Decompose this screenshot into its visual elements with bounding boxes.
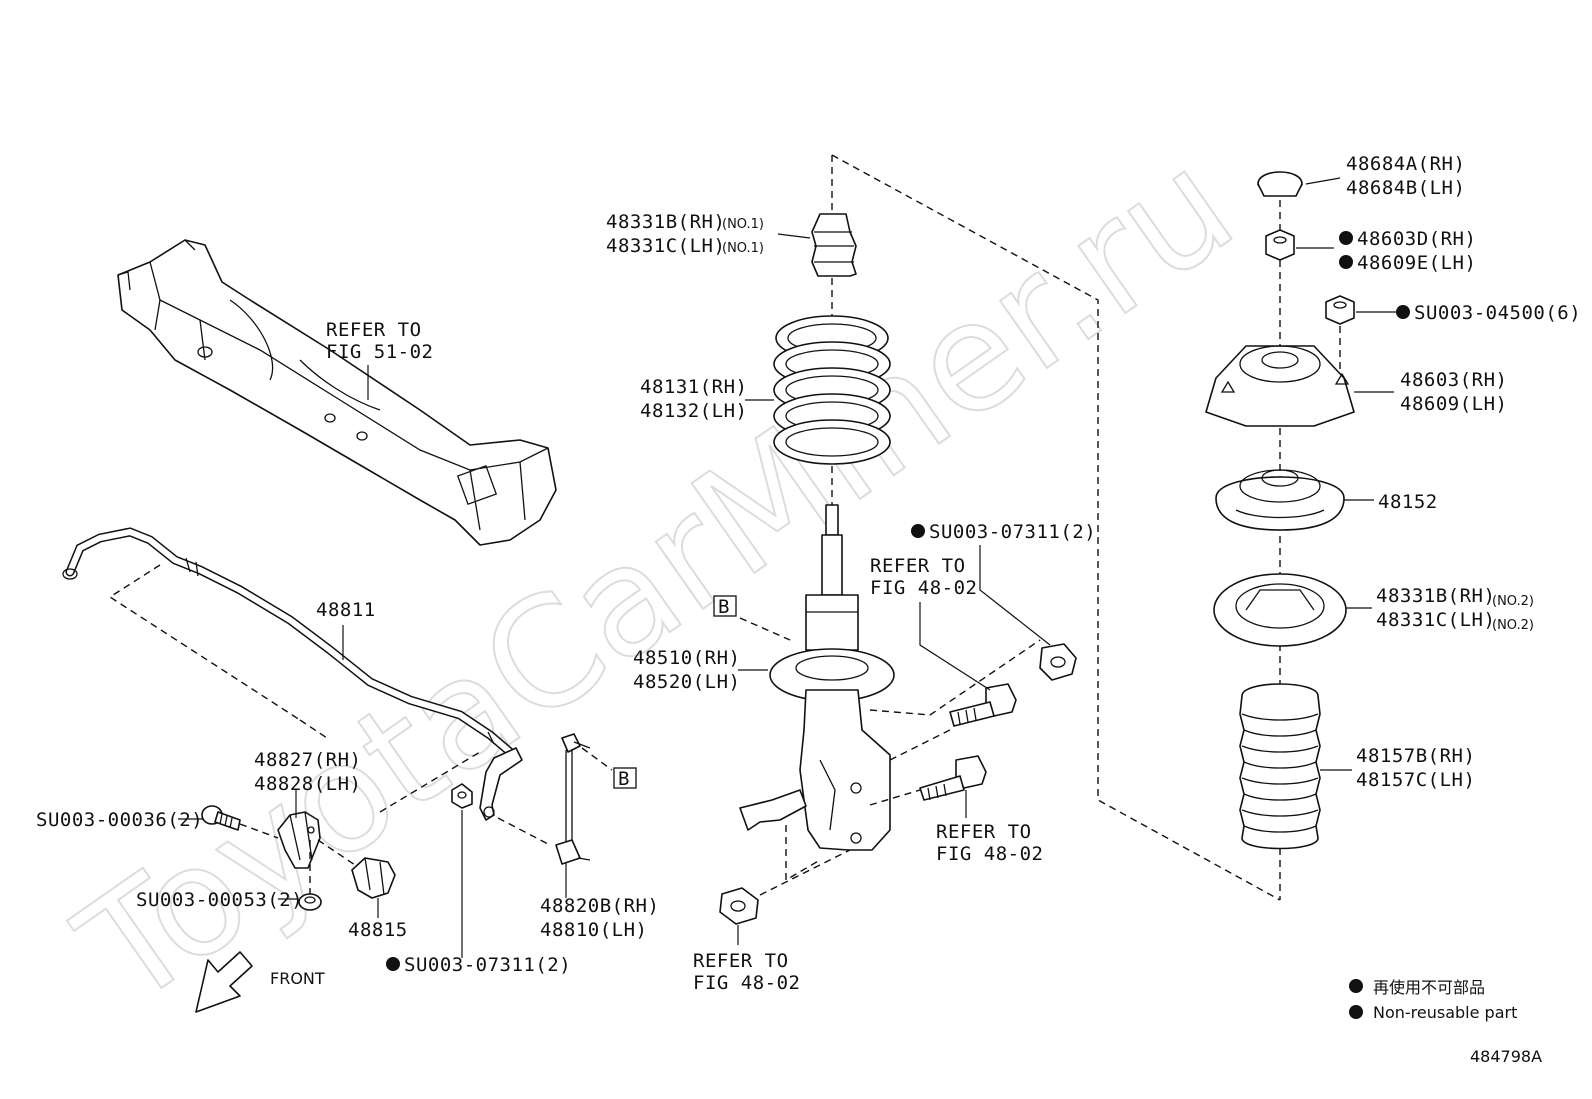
label-48684b: 48684B(LH)	[1346, 177, 1465, 199]
label-no1-a: (NO.1)	[722, 217, 764, 232]
legend-ja: 再使用不可部品	[1373, 978, 1485, 997]
label-48510: 48510(RH)	[633, 647, 740, 669]
spring-seat-48331-no2	[1213, 573, 1347, 647]
label-48827-line1: 48827(RH)	[254, 749, 361, 771]
nut-lower-strut	[719, 887, 759, 925]
label-48815: 48815	[348, 919, 408, 941]
refer-fig-51-02-line2: FIG 51-02	[326, 341, 433, 363]
legend-dot-en	[1349, 1005, 1363, 1019]
label-no2-a: (NO.2)	[1492, 594, 1534, 609]
label-su003-07311-lower: SU003-07311(2)	[404, 954, 571, 976]
refer-fig-48-02-c-line2: FIG 48-02	[693, 972, 800, 994]
front-arrow-icon	[195, 951, 253, 1013]
non-reusable-dot	[1396, 305, 1410, 319]
ref-box-b-lower	[613, 767, 637, 789]
label-48820b: 48820B(RH)	[540, 895, 659, 917]
label-su003-07311-upper: SU003-07311(2)	[929, 521, 1096, 543]
bump-stopper-no1	[811, 213, 857, 277]
non-reusable-dot	[386, 957, 400, 971]
bolt-su003-00036	[201, 805, 241, 831]
label-no2-b: (NO.2)	[1492, 618, 1534, 633]
label-48609e: 48609E(LH)	[1357, 252, 1476, 274]
nut-su003-07311-lower	[451, 783, 473, 809]
nut-su003-07311-upper	[1039, 643, 1077, 681]
legend-en: Non-reusable part	[1373, 1003, 1517, 1022]
bolt-lower-strut	[919, 755, 987, 801]
label-48811: 48811	[316, 599, 376, 621]
nut-su003-00053	[298, 893, 322, 911]
nut-su003-04500	[1325, 295, 1355, 325]
refer-fig-48-02-b-line2: FIG 48-02	[936, 843, 1043, 865]
front-label: FRONT	[270, 969, 325, 988]
label-48520: 48520(LH)	[633, 671, 740, 693]
label-su003-00053: SU003-00053(2)	[136, 889, 303, 911]
stabilizer-bushing-48815	[351, 857, 396, 899]
bolt-upper-strut	[949, 683, 1017, 727]
bearing-48152	[1215, 469, 1345, 531]
refer-fig-48-02-a-line2: FIG 48-02	[870, 577, 977, 599]
nut-48603d	[1265, 229, 1295, 261]
label-48331b-no2: 48331B(RH)	[1376, 585, 1495, 607]
label-48609: 48609(LH)	[1400, 393, 1507, 415]
ref-box-b-upper-text: B	[718, 596, 730, 618]
label-su003-00036: SU003-00036(2)	[36, 809, 203, 831]
label-48131: 48131(RH)	[640, 376, 747, 398]
shock-absorber	[739, 504, 895, 851]
crossmember	[117, 239, 557, 546]
non-reusable-dot	[1339, 255, 1353, 269]
label-48603: 48603(RH)	[1400, 369, 1507, 391]
non-reusable-dot	[1339, 231, 1353, 245]
ref-box-b-lower-text: B	[618, 768, 630, 790]
label-48157c: 48157C(LH)	[1356, 769, 1475, 791]
label-48132: 48132(LH)	[640, 400, 747, 422]
non-reusable-dot	[911, 524, 925, 538]
refer-fig-48-02-c-line1: REFER TO	[693, 950, 789, 972]
dust-boot-48157	[1239, 683, 1321, 850]
refer-fig-48-02-b-line1: REFER TO	[936, 821, 1032, 843]
coil-spring	[773, 315, 891, 465]
stabilizer-bar-48811	[62, 527, 515, 757]
label-48331c-no2: 48331C(LH)	[1376, 609, 1495, 631]
label-48331b-no1: 48331B(RH)	[606, 211, 725, 233]
figure-id: 484798A	[1470, 1047, 1542, 1066]
label-48810: 48810(LH)	[540, 919, 647, 941]
legend-dot-ja	[1349, 979, 1363, 993]
label-no1-b: (NO.1)	[722, 241, 764, 256]
cap-48684	[1257, 171, 1303, 197]
label-48331c-no1: 48331C(LH)	[606, 235, 725, 257]
label-48828-line2: 48828(LH)	[254, 773, 361, 795]
label-48684a: 48684A(RH)	[1346, 153, 1465, 175]
strut-mount-48603	[1205, 345, 1355, 427]
label-48152: 48152	[1378, 491, 1438, 513]
stabilizer-link	[479, 733, 591, 865]
label-su003-04500: SU003-04500(6)	[1414, 302, 1581, 324]
label-48157b: 48157B(RH)	[1356, 745, 1475, 767]
ref-box-b-upper	[713, 595, 737, 617]
label-48603d: 48603D(RH)	[1357, 228, 1476, 250]
refer-fig-48-02-a-line1: REFER TO	[870, 555, 966, 577]
refer-fig-51-02-line1: REFER TO	[326, 319, 422, 341]
